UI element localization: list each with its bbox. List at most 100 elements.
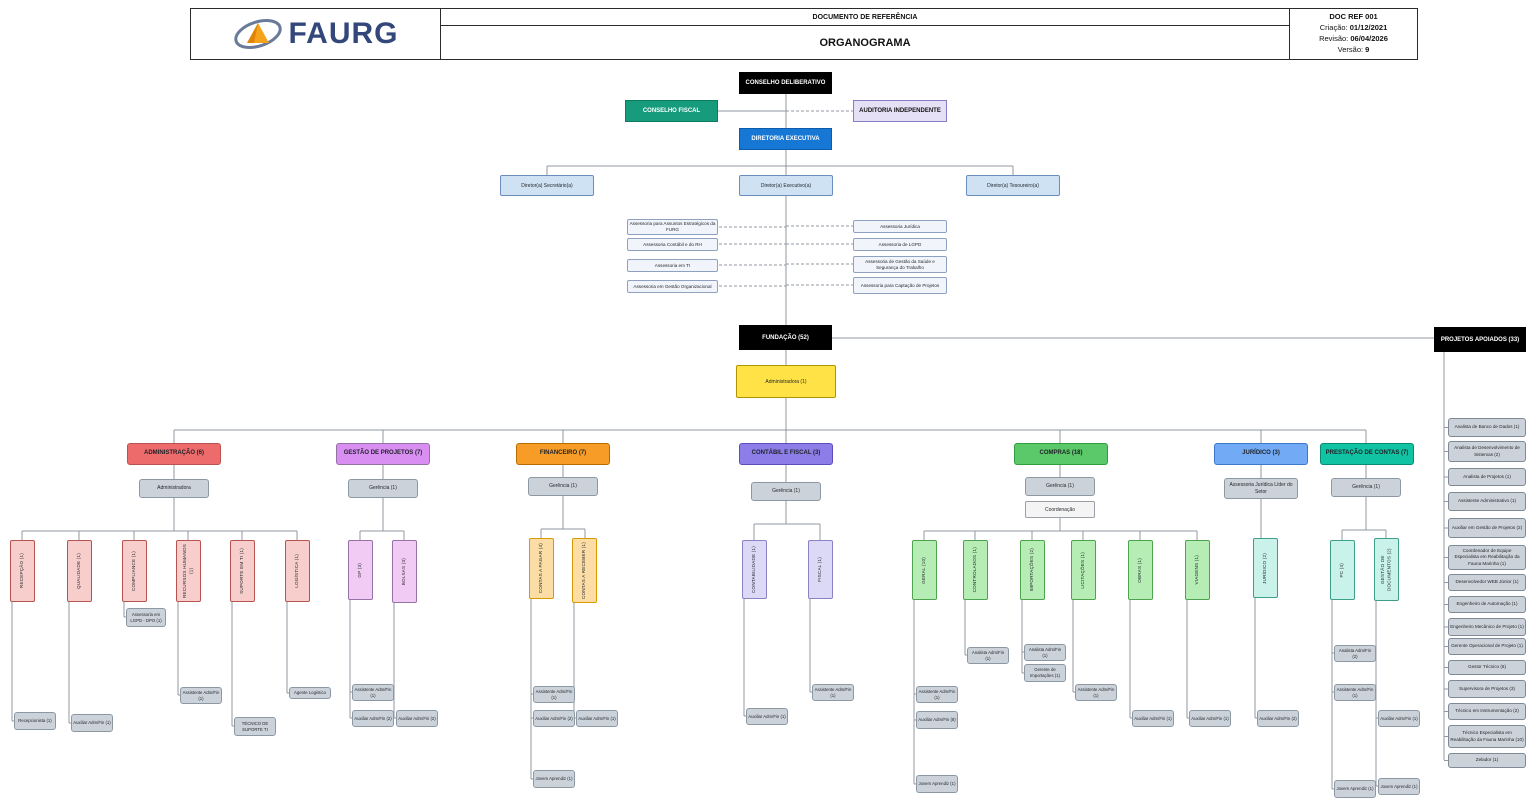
projeto-item-6: Desenvolvedor WEB Júnior (1) (1448, 574, 1526, 591)
diretor-tesoureiro-box: Diretor(a) Tesoureiro(a) (966, 175, 1060, 196)
dept-1-unit-0-leaf-0: Assistente Adm/Fin (1) (352, 684, 394, 701)
dept-6-unit-0-label: PC (4) (1339, 562, 1345, 578)
assessoria-right-1: Assessoria de LGPD (853, 238, 947, 251)
dept-1-unit-1-leaf-0: Auxiliar Adm/Fin (2) (396, 710, 438, 727)
dept-header-juridico: JURÍDICO (3) (1214, 443, 1308, 465)
dept-4-unit-2-leaf-1: Gerente de Importações (1) (1024, 664, 1066, 682)
dept-header-financeiro: FINANCEIRO (7) (516, 443, 610, 465)
assessoria-left-2: Assessoria em TI (627, 259, 718, 272)
projeto-item-2: Analista de Projetos (1) (1448, 468, 1526, 486)
faurg-logo-icon (233, 19, 282, 49)
dept-2-unit-0-label: CONTAS A PAGAR (4) (538, 543, 544, 594)
dept-0-unit-5-label: LOGÍSTICA (1) (294, 554, 300, 588)
faurg-logo: FAURG (191, 9, 441, 59)
dept-0-unit-0: RECEPÇÃO (1) (10, 540, 35, 602)
dept-0-unit-1: QUALIDADE (1) (67, 540, 92, 602)
projeto-item-11: Supervisora de Projetos (3) (1448, 680, 1526, 698)
dept-4-unit-4-leaf-0: Auxiliar Adm/Fin (1) (1132, 710, 1174, 727)
dept-manager-financeiro: Gerência (1) (528, 477, 598, 496)
document-header: FAURG DOCUMENTO DE REFERÊNCIA ORGANOGRAM… (190, 8, 1418, 60)
dept-4-unit-0: GERAL (10) (912, 540, 937, 600)
dept-1-unit-0-label: GP (3) (357, 562, 363, 578)
dept-0-unit-3-leaf-0: Assistente Adm/Fin (1) (180, 687, 222, 704)
dept-header-gestao-de-projetos: GESTÃO DE PROJETOS (7) (336, 443, 430, 465)
dept-6-unit-1-leaf-1: Jovem Aprendiz (1) (1378, 778, 1420, 795)
header-middle: DOCUMENTO DE REFERÊNCIA ORGANOGRAMA (441, 9, 1289, 59)
dept-0-unit-1-label: QUALIDADE (1) (76, 552, 82, 590)
dept-manager-prestacao-de-contas: Gerência (1) (1331, 478, 1401, 497)
dept-3-unit-0: CONTABILIDADE (1) (742, 540, 767, 599)
conselho-fiscal-box: CONSELHO FISCAL (625, 100, 718, 122)
dept-3-unit-1-leaf-0: Assistente Adm/Fin (1) (812, 684, 854, 701)
dept-3-unit-1-label: FISCAL (1) (817, 557, 823, 582)
dept-1-unit-1: BOLSAS (3) (392, 540, 417, 603)
dept-6-unit-1: GESTÃO DE DOCUMENTOS (2) (1374, 538, 1399, 601)
dept-4-unit-1: CONTROLADOS (1) (963, 540, 988, 600)
dept-0-unit-4-leaf-0: TÉCNICO DE SUPORTE TI (234, 717, 276, 736)
dept-2-unit-0-leaf-1: Auxiliar Adm/Fin (2) (533, 710, 575, 727)
dept-0-unit-2-label: COMPLIANCE (1) (131, 550, 137, 592)
dept-manager-compras: Gerência (1) (1025, 477, 1095, 496)
dept-0-unit-3: RECURSOS HUMANOS (1) (176, 540, 201, 602)
dept-0-unit-2-leaf-0: Assessoria em LGPD - DPO (1) (126, 608, 166, 627)
diretor-executivo-box: Diretor(a) Executivo(a) (739, 175, 833, 196)
projeto-item-13: Técnico Especialista em Reabilitação da … (1448, 725, 1526, 748)
assessoria-left-3: Assessoria em Gestão Organizacional (627, 280, 718, 293)
dept-0-unit-2: COMPLIANCE (1) (122, 540, 147, 602)
dept-0-unit-5: LOGÍSTICA (1) (285, 540, 310, 602)
compras-coordenacao-box: Coordenação (1025, 501, 1095, 518)
projeto-item-5: Coordenador de Equipe Especialista em Re… (1448, 545, 1526, 570)
assessoria-right-2: Assessoria de Gestão da Saúde e Seguranç… (853, 256, 947, 273)
fundacao-box: FUNDAÇÃO (52) (739, 325, 832, 350)
auditoria-independente-box: AUDITORIA INDEPENDENTE (853, 100, 947, 122)
projeto-item-8: Engenheiro Mecânico de Projeto (1) (1448, 618, 1526, 636)
doc-ref: DOC REF 001 (1329, 12, 1378, 22)
dept-header-administracao: ADMINISTRAÇÃO (6) (127, 443, 221, 465)
dept-6-unit-1-label: GESTÃO DE DOCUMENTOS (2) (1380, 548, 1392, 591)
doc-revised: Revisão: 06/04/2026 (1319, 34, 1388, 43)
projeto-item-3: Assistente Administrativo (1) (1448, 492, 1526, 511)
projeto-item-10: Gestor Técnico (6) (1448, 660, 1526, 675)
dept-0-unit-0-leaf-0: Recepcionista (1) (14, 712, 56, 730)
projeto-item-9: Gerente Operacional de Projeto (1) (1448, 638, 1526, 655)
dept-manager-gestao-de-projetos: Gerência (1) (348, 479, 418, 498)
dept-2-unit-0-leaf-2: Jovem Aprendiz (1) (533, 770, 575, 788)
dept-5-unit-0-leaf-0: Auxiliar Adm/Fin (2) (1257, 710, 1299, 727)
dept-4-unit-5: VIAGENS (1) (1185, 540, 1210, 600)
diretoria-executiva-box: DIRETORIA EXECUTIVA (739, 128, 832, 150)
dept-0-unit-4-label: SUPORTE EM TI (1) (239, 548, 245, 594)
dept-1-unit-0-leaf-1: Auxiliar Adm/Fin (2) (352, 710, 394, 727)
dept-0-unit-3-label: RECURSOS HUMANOS (1) (182, 544, 194, 598)
diretor-secretario-box: Diretor(a) Secretário(a) (500, 175, 594, 196)
dept-2-unit-1-leaf-0: Auxiliar Adm/Fin (1) (576, 710, 618, 727)
projeto-item-12: Técnico em Instrumentação (2) (1448, 703, 1526, 720)
dept-4-unit-0-label: GERAL (10) (921, 556, 927, 584)
dept-4-unit-0-leaf-2: Jovem Aprendiz (1) (916, 775, 958, 793)
dept-4-unit-1-label: CONTROLADOS (1) (972, 547, 978, 593)
dept-1-unit-0: GP (3) (348, 540, 373, 600)
dept-2-unit-0: CONTAS A PAGAR (4) (529, 538, 554, 599)
dept-3-unit-0-leaf-0: Auxiliar Adm/Fin (1) (746, 708, 788, 725)
assessoria-left-0: Assessoria para Assuntos Estratégicos da… (627, 219, 718, 235)
conselho-deliberativo-box: CONSELHO DELIBERATIVO (739, 72, 832, 94)
assessoria-right-0: Assessoria Jurídica (853, 220, 947, 233)
projeto-item-1: Analista de Desenvolvimento de Sistemas … (1448, 441, 1526, 462)
doc-created: Criação: 01/12/2021 (1319, 23, 1388, 33)
dept-6-unit-0-leaf-2: Jovem Aprendiz (1) (1334, 780, 1376, 798)
assessoria-right-3: Assessoria para Captação de Projetos (853, 277, 947, 294)
dept-4-unit-2: IMPORTAÇÕES (2) (1020, 540, 1045, 600)
dept-4-unit-0-leaf-1: Auxiliar Adm/Fin (8) (916, 711, 958, 729)
projeto-item-7: Engenheiro de Automação (1) (1448, 596, 1526, 613)
dept-2-unit-0-leaf-0: Assistente Adm/Fin (1) (533, 686, 575, 703)
doc-version: Versão: 9 (1337, 44, 1370, 54)
dept-4-unit-3-leaf-0: Assistente Adm/Fin (1) (1075, 684, 1117, 701)
dept-5-unit-0: JURÍDICO (2) (1253, 538, 1278, 598)
dept-0-unit-1-leaf-0: Auxiliar Adm/Fin (1) (71, 714, 113, 732)
dept-manager-juridico: Assessoria Jurídica Líder do Setor (1224, 478, 1298, 499)
dept-6-unit-0: PC (4) (1330, 540, 1355, 600)
doc-meta: DOC REF 001 Criação: 01/12/2021 Revisão:… (1289, 9, 1417, 59)
doc-reference-label: DOCUMENTO DE REFERÊNCIA (441, 9, 1289, 26)
dept-6-unit-1-leaf-0: Auxiliar Adm/Fin (1) (1378, 710, 1420, 727)
dept-manager-administracao: Administradora (139, 479, 209, 498)
